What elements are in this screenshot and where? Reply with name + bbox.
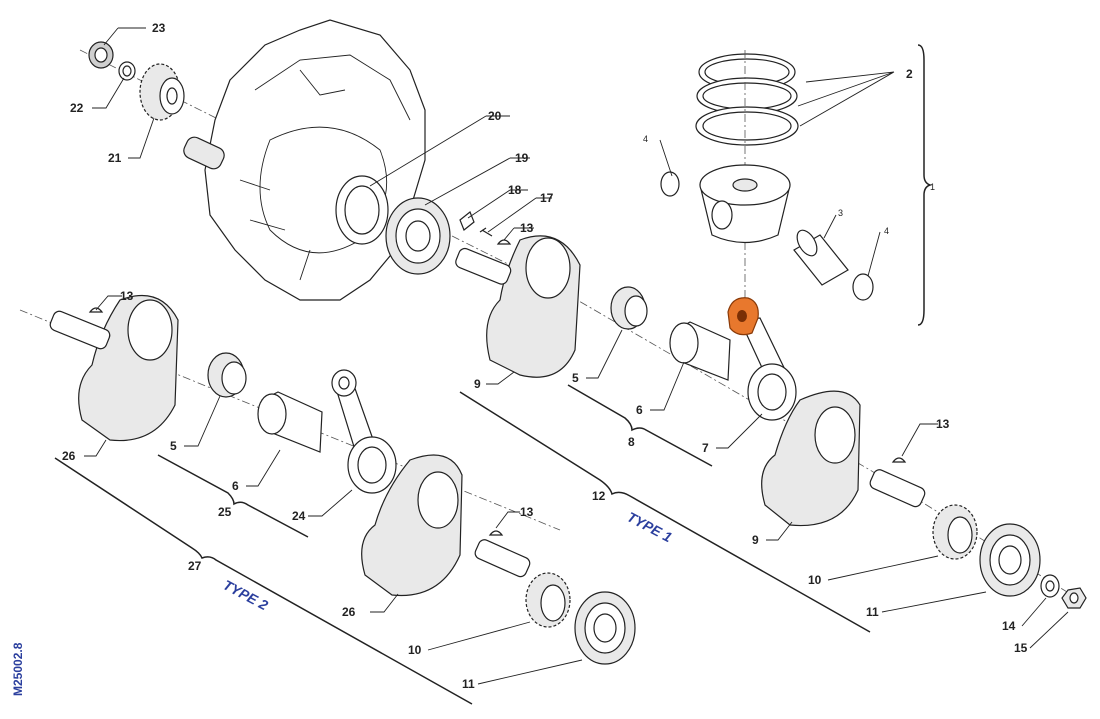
callout-25: 25: [218, 505, 232, 519]
callout-13-right: 13: [936, 417, 950, 431]
callout-13-left: 13: [120, 289, 134, 303]
callout-26-left: 26: [62, 449, 76, 463]
callout-19: 19: [515, 151, 529, 165]
callout-15: 15: [1014, 641, 1028, 655]
part-22-washer: [118, 61, 136, 81]
part-19-bearing: [385, 197, 451, 275]
callout-12: 12: [592, 489, 606, 503]
callout-1: 1: [930, 182, 935, 192]
part-5-needle-bearing-type1: [610, 286, 648, 330]
part-5-needle-bearing-type2: [207, 352, 247, 398]
callout-5-type1: 5: [572, 371, 579, 385]
part-3-piston-pin: [793, 229, 849, 286]
callout-6-type2: 6: [232, 479, 239, 493]
diagram-code: M25002.8: [11, 642, 25, 696]
part-13-key-right: [891, 457, 907, 463]
callout-10-type1: 10: [808, 573, 822, 587]
callout-23: 23: [152, 21, 166, 35]
callout-13-upper: 13: [520, 221, 534, 235]
part-13-key-type2: [488, 530, 504, 536]
callout-3: 3: [838, 208, 843, 218]
callout-4-right: 4: [884, 226, 889, 236]
callout-21: 21: [108, 151, 122, 165]
callout-6-type1: 6: [636, 403, 643, 417]
part-6-crank-pin-type2: [257, 391, 323, 453]
callout-10-type2: 10: [408, 643, 422, 657]
part-15-nut: [1061, 587, 1087, 609]
part-10-gear-type1: [932, 504, 978, 560]
part-11-bearing-type1: [979, 523, 1041, 597]
part-18-plate: [459, 211, 475, 231]
part-2-piston-rings: [695, 53, 799, 146]
type-2-label: TYPE 2: [221, 577, 271, 614]
bracket-group-27: [54, 457, 473, 705]
part-13-key-upper: [496, 239, 512, 245]
part-7-connecting-rod: [727, 297, 797, 421]
bracket-group-8: [567, 384, 713, 467]
callout-4-left: 4: [643, 134, 648, 144]
callout-14: 14: [1002, 619, 1016, 633]
leader-lines: [84, 27, 1069, 685]
callout-7: 7: [702, 441, 709, 455]
bracket-group-1: [917, 44, 933, 326]
part-26-crank-half-right: [361, 454, 531, 597]
callout-17: 17: [540, 191, 554, 205]
part-1-piston: [699, 164, 791, 244]
callout-22: 22: [70, 101, 84, 115]
callout-5-type2: 5: [170, 439, 177, 453]
callout-27: 27: [188, 559, 202, 573]
part-9-crank-half-lower: [761, 390, 926, 527]
callout-11-type2: 11: [462, 677, 475, 691]
callout-20: 20: [488, 109, 502, 123]
callout-2: 2: [906, 67, 913, 81]
part-4-circlip-left: [660, 171, 680, 197]
callout-24: 24: [292, 509, 306, 523]
callout-9-upper: 9: [474, 377, 481, 391]
part-10-gear-type2: [525, 572, 571, 628]
callout-9-lower: 9: [752, 533, 759, 547]
part-21-gear: [139, 63, 185, 121]
part-4-circlip-right: [852, 273, 874, 301]
crankcase: [183, 19, 426, 301]
part-11-bearing-type2: [574, 591, 636, 665]
callout-8: 8: [628, 435, 635, 449]
part-6-crank-pin-type1: [669, 321, 731, 381]
part-26-crank-half-left: [49, 294, 179, 442]
part-9-crank-half-upper: [455, 235, 581, 378]
type-1-label: TYPE 1: [625, 509, 675, 546]
part-24-connecting-rod-type2: [331, 369, 397, 494]
callout-26-right: 26: [342, 605, 356, 619]
part-17-screw: [479, 227, 493, 237]
bracket-group-12: [459, 391, 871, 633]
callout-18: 18: [508, 183, 522, 197]
bracket-group-25: [157, 454, 309, 538]
callout-11-type1: 11: [866, 605, 879, 619]
part-14-washer: [1040, 574, 1060, 598]
callout-13-type2: 13: [520, 505, 534, 519]
part-23-seal: [88, 41, 114, 69]
